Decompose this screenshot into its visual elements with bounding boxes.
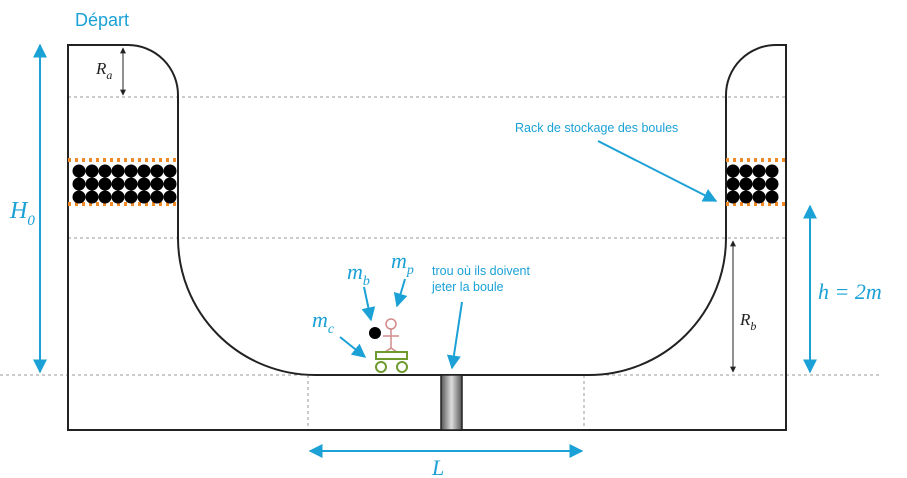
rack-ball	[150, 164, 164, 178]
rack-ball	[111, 190, 125, 204]
rb-label: Rb	[739, 310, 756, 333]
rack-ball	[150, 190, 164, 204]
mc-label: mc	[312, 307, 335, 337]
right-rack-balls	[726, 164, 779, 204]
rack-ball	[137, 190, 151, 204]
right-rack	[726, 158, 786, 206]
mb-label: mb	[347, 259, 370, 289]
rack-ball	[124, 164, 138, 178]
rack-ball	[98, 164, 112, 178]
rack-ball	[85, 164, 99, 178]
l-label: L	[431, 455, 444, 478]
rack-note-label: Rack de stockage des boules	[515, 121, 678, 135]
rack-ball	[163, 164, 177, 178]
left-rack-balls	[72, 164, 177, 204]
rack-ball	[765, 190, 779, 204]
rack-ball	[765, 177, 779, 191]
rack-ball	[72, 177, 86, 191]
hole	[440, 374, 463, 431]
rack-ball	[85, 190, 99, 204]
start-label: Départ	[75, 10, 129, 30]
rack-ball	[739, 177, 753, 191]
rack-ball	[752, 177, 766, 191]
halfpipe-outline	[67, 44, 787, 431]
hole-note-arrow	[446, 301, 463, 370]
h0-label: H0	[9, 198, 35, 229]
cart	[375, 351, 408, 373]
rack-ball	[72, 190, 86, 204]
rack-ball	[726, 190, 740, 204]
rack-ball	[752, 164, 766, 178]
rack-ball	[111, 164, 125, 178]
rack-ball	[752, 190, 766, 204]
rack-ball	[137, 164, 151, 178]
rack-ball	[163, 190, 177, 204]
hole-note-line-2: jeter la boule	[431, 280, 504, 294]
rack-ball	[150, 177, 164, 191]
ra-label: Ra	[95, 59, 112, 82]
rack-ball	[765, 164, 779, 178]
mc-arrow	[339, 336, 367, 358]
rack-ball	[124, 177, 138, 191]
rack-ball	[726, 164, 740, 178]
rack-ball	[98, 177, 112, 191]
person-figure	[383, 318, 399, 353]
mp-label: mp	[391, 248, 414, 278]
rack-ball	[137, 177, 151, 191]
rack-ball	[739, 190, 753, 204]
hole-note-line-1: trou où ils doivent	[432, 264, 531, 278]
mb-arrow	[361, 286, 376, 322]
rack-ball	[85, 177, 99, 191]
ball	[369, 327, 381, 339]
rack-ball	[111, 177, 125, 191]
rack-ball	[726, 177, 740, 191]
rack-note-arrow	[597, 140, 718, 202]
rack-ball	[98, 190, 112, 204]
rack-ball	[739, 164, 753, 178]
mp-arrow	[393, 278, 408, 308]
left-rack	[68, 158, 178, 206]
h-equation-label: h = 2m	[818, 279, 882, 304]
rack-ball	[124, 190, 138, 204]
rack-ball	[72, 164, 86, 178]
rack-ball	[163, 177, 177, 191]
